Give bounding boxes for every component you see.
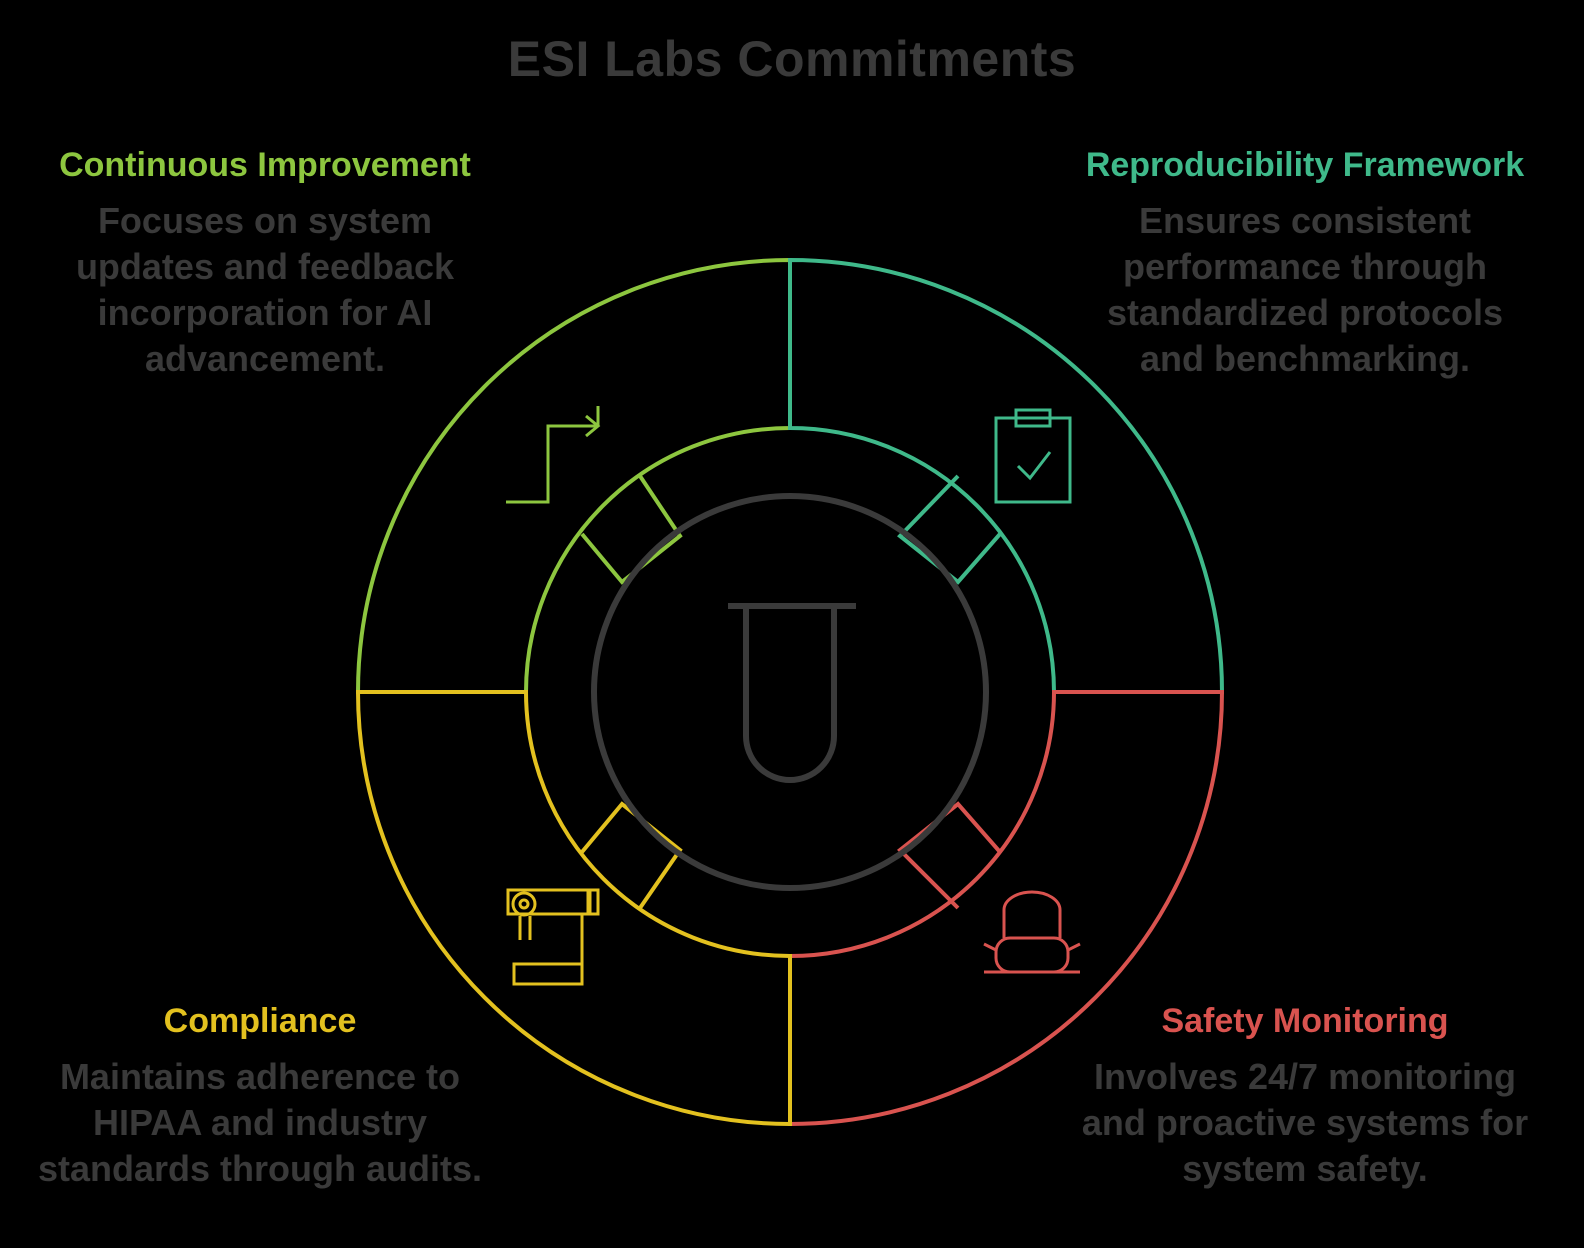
- ring-quadrant-continuous: [355, 257, 792, 694]
- reproducibility-framework-heading: Reproducibility Framework: [1085, 146, 1525, 184]
- section-safety-monitoring: Safety Monitoring Involves 24/7 monitori…: [1070, 998, 1540, 1192]
- center-hub: [591, 493, 989, 891]
- ring-quadrant-compliance: [355, 690, 792, 1127]
- section-compliance: Compliance Maintains adherence to HIPAA …: [25, 998, 495, 1192]
- test-tube-icon: [728, 603, 856, 783]
- compliance-description: Maintains adherence to HIPAA and industr…: [37, 1056, 483, 1189]
- section-reproducibility-framework: Reproducibility Framework Ensures consis…: [1075, 142, 1535, 382]
- certificate-scroll-icon: [506, 888, 600, 986]
- safety-monitoring-heading: Safety Monitoring: [1161, 1002, 1449, 1040]
- safety-alarm-icon: [983, 890, 1081, 974]
- ring-quadrant-reproducibility: [788, 257, 1225, 694]
- ring-quadrant-safety: [788, 690, 1225, 1127]
- chevron-top-left: [580, 474, 683, 585]
- clipboard-check-icon: [994, 408, 1072, 504]
- diagram-title: ESI Labs Commitments: [507, 31, 1077, 87]
- chevron-bottom-right: [896, 801, 1002, 910]
- safety-monitoring-description: Involves 24/7 monitoring and proactive s…: [1081, 1056, 1529, 1189]
- section-continuous-improvement: Continuous Improvement Focuses on system…: [40, 142, 490, 382]
- stairs-arrow-icon: [506, 406, 601, 504]
- chevron-top-right: [897, 474, 1002, 585]
- compliance-heading: Compliance: [163, 1002, 357, 1040]
- reproducibility-framework-description: Ensures consistent performance through s…: [1106, 200, 1504, 379]
- continuous-improvement-description: Focuses on system updates and feedback i…: [75, 200, 455, 379]
- continuous-improvement-heading: Continuous Improvement: [59, 146, 471, 184]
